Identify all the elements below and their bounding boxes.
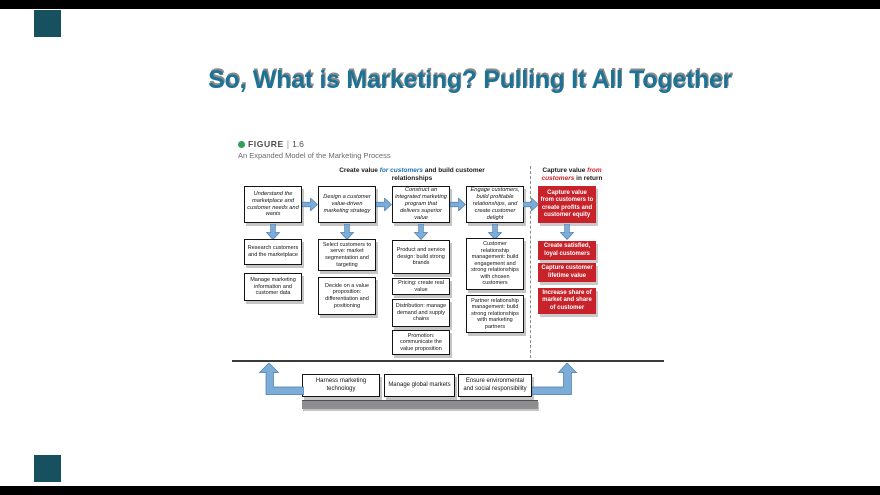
flow-box-understand-marketplace: Understand the marketplace and customer … [244, 186, 302, 223]
bottom-box-marketing-technology: Harness marketing technology [302, 374, 380, 397]
arrow-down-icon [560, 224, 574, 240]
figure-word: FIGURE [248, 139, 284, 149]
figure-divider: | [286, 139, 290, 149]
sub-box-pricing: Pricing: create real value [392, 278, 450, 295]
flow-box-engage-customers: Engage customers, build profitable relat… [466, 186, 524, 223]
figure-label: FIGURE | 1.6 [238, 139, 304, 149]
slide-title: So, What is Marketing? Pulling It All To… [208, 66, 732, 94]
arrow-down-icon [414, 224, 428, 240]
arrow-right-icon [376, 198, 392, 211]
sub-box-satisfied-customers: Create satisfied, loyal customers [538, 241, 596, 260]
header-create-pre: Create value [339, 167, 380, 174]
sub-box-manage-information: Manage marketing information and custome… [244, 273, 302, 301]
decor-square-bottom [34, 455, 61, 482]
header-capture-post: in return [574, 175, 603, 183]
figure-number: 1.6 [292, 139, 304, 149]
header-capture-pre: Capture value [542, 167, 588, 174]
arrow-up-left-icon [258, 363, 304, 395]
bottom-box-social-responsibility: Ensure environmental and social responsi… [458, 374, 532, 397]
sub-box-distribution: Distribution: manage demand and supply c… [392, 299, 450, 327]
dashed-divider [530, 166, 531, 358]
sub-box-product-design: Product and service design: build strong… [392, 240, 450, 274]
sub-box-lifetime-value: Capture customer lifetime value [538, 263, 596, 282]
bottom-box-global-markets: Manage global markets [384, 374, 455, 397]
figure-bullet-icon [238, 140, 245, 148]
arrow-right-icon [450, 198, 466, 211]
letterbox-bottom-bar [0, 486, 880, 495]
arrow-down-icon [488, 224, 502, 240]
flow-box-design-strategy: Design a customer value-driven marketing… [318, 186, 376, 223]
arrow-down-icon [266, 224, 280, 240]
arrow-down-icon [340, 224, 354, 240]
arrow-right-icon [523, 198, 539, 211]
header-create-value: Create value for customers and build cus… [332, 167, 492, 183]
sub-box-partner-relationship-management: Partner relationship management: build s… [466, 295, 524, 333]
figure-footer-bar [302, 400, 538, 409]
sub-box-select-customers: Select customers to serve: market segmen… [318, 239, 376, 271]
header-create-post: and build customer relationships [391, 167, 485, 183]
sub-box-promotion: Promotion: communicate the value proposi… [392, 330, 450, 355]
figure-card: FIGURE | 1.6 An Expanded Model of the Ma… [232, 136, 664, 362]
sub-box-share-of-market: Increase share of market and share of cu… [538, 288, 596, 314]
header-capture-emphasis: from customers [541, 167, 602, 183]
sub-box-research-customers: Research customers and the marketplace [244, 239, 302, 265]
decor-square-top [34, 10, 61, 37]
letterbox-top-bar [0, 0, 880, 9]
arrow-right-icon [302, 198, 318, 211]
flow-box-construct-program: Construct an integrated marketing progra… [392, 186, 450, 223]
sub-box-value-proposition: Decide on a value proposition: different… [318, 277, 376, 315]
header-capture-value: Capture value from customers in return [532, 167, 612, 183]
sub-box-customer-relationship-management: Customer relationship management: build … [466, 238, 524, 290]
arrow-up-right-icon [532, 363, 578, 395]
flow-box-capture-value: Capture value from customers to create p… [538, 186, 596, 223]
figure-subtitle: An Expanded Model of the Marketing Proce… [238, 151, 391, 160]
header-create-emphasis: for customers [379, 167, 424, 174]
